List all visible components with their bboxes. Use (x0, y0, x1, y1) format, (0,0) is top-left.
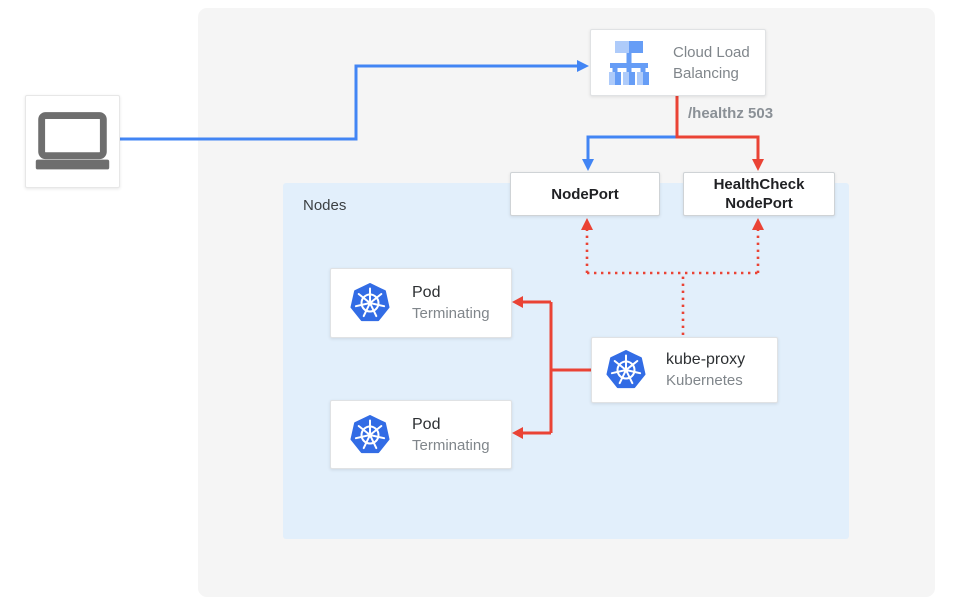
pod2-status: Terminating (412, 436, 490, 454)
nodeport-label: NodePort (551, 185, 619, 203)
cloud-load-balancing-node: Cloud Load Balancing (590, 29, 766, 96)
kube-proxy-title: kube-proxy (666, 351, 746, 368)
load-balancer-icon (609, 40, 649, 85)
pod1-status: Terminating (412, 305, 490, 322)
cloud-load-balancing-label: Cloud Load Balancing (673, 43, 750, 82)
laptop-icon (35, 112, 110, 170)
nodes-panel-label: Nodes (303, 197, 347, 214)
pod1-title: Pod (412, 284, 441, 301)
healthcheck-nodeport-node: HealthCheck NodePort (683, 172, 835, 216)
pod-terminating-node-2: Pod Terminating (330, 400, 512, 469)
healthcheck-nodeport-label: HealthCheck NodePort (713, 176, 805, 212)
kubernetes-icon (350, 283, 390, 322)
kubernetes-icon (606, 350, 646, 389)
client-laptop-node (25, 95, 120, 188)
pod-terminating-node-1: Pod Terminating (330, 268, 512, 338)
healthz-annotation: /healthz 503 (688, 105, 774, 122)
kubernetes-icon (350, 414, 390, 453)
kube-proxy-subtitle: Kubernetes (666, 372, 743, 389)
nodeport-node: NodePort (510, 172, 660, 216)
kube-proxy-node: kube-proxy Kubernetes (591, 337, 778, 403)
pod2-title: Pod (412, 415, 441, 433)
